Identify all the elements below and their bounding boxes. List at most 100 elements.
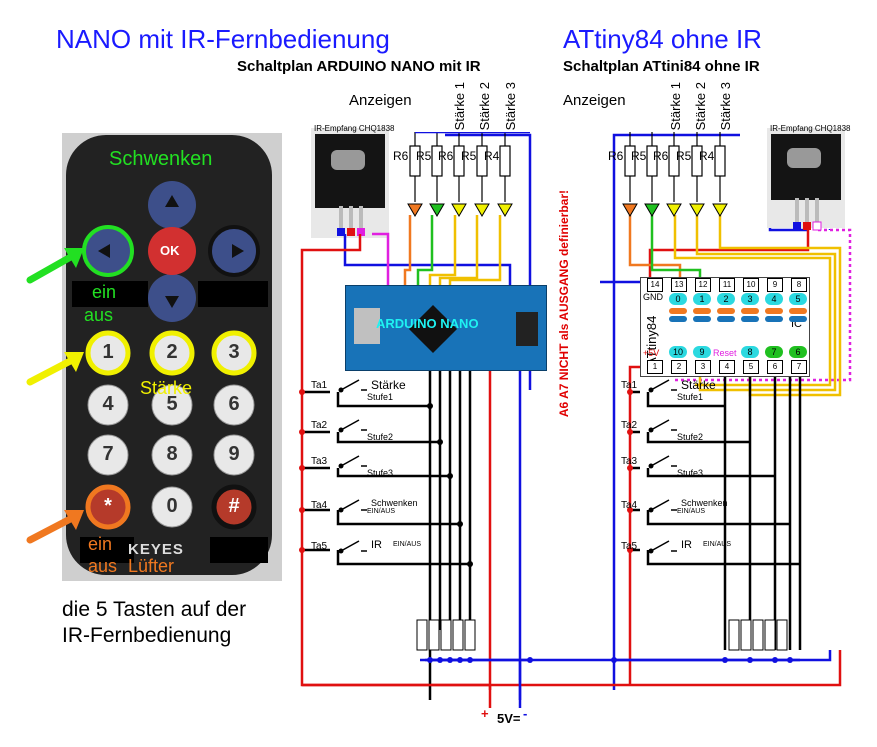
ir-receiver-left [311, 128, 389, 238]
remote-label-aus1: aus [84, 305, 114, 325]
attiny-io-top-2: 2 [717, 293, 735, 305]
right-switch-sub-1: Stufe2 [677, 432, 704, 442]
right-switch-sub-2: Stufe3 [677, 468, 704, 478]
remote-brand: KEYES [128, 541, 184, 558]
attiny-bottom-pin-6: 7 [791, 360, 807, 374]
left-switch-sub-4: EIN/AUS [393, 541, 422, 548]
attiny-top-pin-2: 12 [695, 278, 711, 292]
attiny-pin-marker-4 [765, 308, 783, 314]
attiny-pin-marker-b-3 [741, 316, 759, 322]
attiny-io-bottom-3: 7 [765, 346, 783, 358]
remote-button-4: 5 [166, 393, 178, 415]
arduino-nano-board: ARDUINO NANO [345, 285, 547, 371]
reset-label: Reset [713, 348, 737, 358]
label-staerke1-right: Stärke 1 [668, 82, 683, 131]
remote-ok-label: OK [160, 243, 180, 258]
led-resistor-bank-right [622, 132, 728, 217]
ir-label-left: IR-Empfang CHQ1838 [314, 124, 395, 133]
right-switch-sub-4: EIN/AUS [703, 541, 732, 548]
left-switch-symbol-3 [338, 499, 367, 513]
subtitle-right: Schaltplan ATtini84 ohne IR [563, 58, 760, 75]
attiny-bottom-pin-4: 5 [743, 360, 759, 374]
attiny-bottom-pin-1: 2 [671, 360, 687, 374]
remote-button-0: 1 [102, 341, 114, 363]
attiny-bottom-pin-0: 1 [647, 360, 663, 374]
remote-button-1: 2 [166, 341, 178, 363]
left-switch-id-0: Ta1 [311, 380, 328, 391]
attiny-io-bottom-1: 9 [693, 346, 711, 358]
gnd-label: GND [643, 292, 663, 302]
attiny-top-pin-5: 9 [767, 278, 783, 292]
attiny-pin-marker-1 [693, 308, 711, 314]
subtitle-left: Schaltplan ARDUINO NANO mit IR [237, 58, 481, 75]
resistor-label-left-2: R6 [438, 149, 454, 163]
right-switch-sub-0: Stufe1 [677, 392, 704, 402]
attiny-pin-marker-5 [789, 308, 807, 314]
remote-button-10: 0 [166, 495, 178, 517]
attiny-io-bottom-4: 6 [789, 346, 807, 358]
ir-receiver-right [767, 128, 845, 231]
left-switch-symbol-1 [338, 419, 367, 433]
left-switch-sub-1: Stufe2 [367, 432, 394, 442]
label-staerke3-right: Stärke 3 [718, 82, 733, 131]
left-switch-label-4: IR [371, 539, 382, 551]
remote-button-9: * [104, 495, 112, 517]
remote-label-ein2: ein [88, 534, 113, 554]
attiny-io-top-5: 5 [789, 293, 807, 305]
right-switch-symbol-2 [648, 455, 677, 469]
label-anzeigen-left: Anzeigen [349, 92, 412, 109]
resistor-label-left-1: R5 [416, 149, 432, 163]
attiny-pin-marker-2 [717, 308, 735, 314]
remote-label-luefter: Lüfter [128, 556, 175, 576]
right-switch-symbol-3 [648, 499, 677, 513]
resistor-label-right-3: R5 [676, 149, 692, 163]
label-staerke1-left: Stärke 1 [452, 82, 467, 131]
right-switch-id-3: Ta4 [621, 500, 638, 511]
pulldown-array-left [416, 619, 476, 651]
label-staerke3-left: Stärke 3 [503, 82, 518, 131]
attiny-top-pin-3: 11 [719, 278, 735, 292]
right-switch-id-4: Ta5 [621, 541, 638, 552]
attiny-io-bottom-0: 10 [669, 346, 687, 358]
title-right: ATtiny84 ohne IR [563, 24, 762, 54]
left-switch-label-3: Schwenken [371, 498, 418, 508]
usb-connector [354, 308, 380, 344]
supply-wiring [302, 650, 842, 708]
remote-button-6: 7 [102, 443, 114, 465]
remote-button-8: 9 [228, 443, 240, 465]
remote-label-staerke: Stärke [140, 378, 193, 398]
attiny-bottom-pin-2: 3 [695, 360, 711, 374]
title-left: NANO mit IR-Fernbedienung [56, 24, 390, 54]
right-switch-label-3: Schwenken [681, 498, 728, 508]
left-switch-id-1: Ta2 [311, 420, 328, 431]
remote-button-5: 6 [228, 393, 240, 415]
attiny-top-pin-1: 13 [671, 278, 687, 292]
caption-line2: IR-Fernbedienung [62, 624, 232, 647]
resistor-label-right-4: R4 [699, 149, 715, 163]
resistor-label-left-4: R4 [484, 149, 500, 163]
ic-label: IC [791, 318, 802, 330]
pointer-arrows [26, 248, 84, 544]
right-switch-symbol-1 [648, 419, 677, 433]
attiny-label: ATtiny84 [644, 315, 659, 366]
remote-label-ein1: ein [92, 282, 117, 302]
pulldown-array-right [728, 619, 788, 651]
led-resistor-bank-left [407, 132, 530, 217]
attiny-io-top-1: 1 [693, 293, 711, 305]
attiny-bottom-pin-3: 4 [719, 360, 735, 374]
resistor-label-right-1: R5 [631, 149, 647, 163]
left-switch-sub-3: EIN/AUS [367, 508, 396, 515]
attiny-io-top-3: 3 [741, 293, 759, 305]
left-switch-symbol-4 [338, 540, 367, 554]
supply-plus: + [481, 706, 489, 721]
attiny-pin-marker-b-2 [717, 316, 735, 322]
attiny-pin-marker-0 [669, 308, 687, 314]
remote-button-3: 4 [102, 393, 114, 415]
resistor-label-right-0: R6 [608, 149, 624, 163]
left-switch-symbol-0 [338, 379, 367, 393]
right-switch-symbol-4 [648, 540, 677, 554]
attiny-io-top-4: 4 [765, 293, 783, 305]
left-switch-id-3: Ta4 [311, 500, 328, 511]
attiny-pin-marker-b-5 [789, 316, 807, 322]
attiny-pin-marker-3 [741, 308, 759, 314]
